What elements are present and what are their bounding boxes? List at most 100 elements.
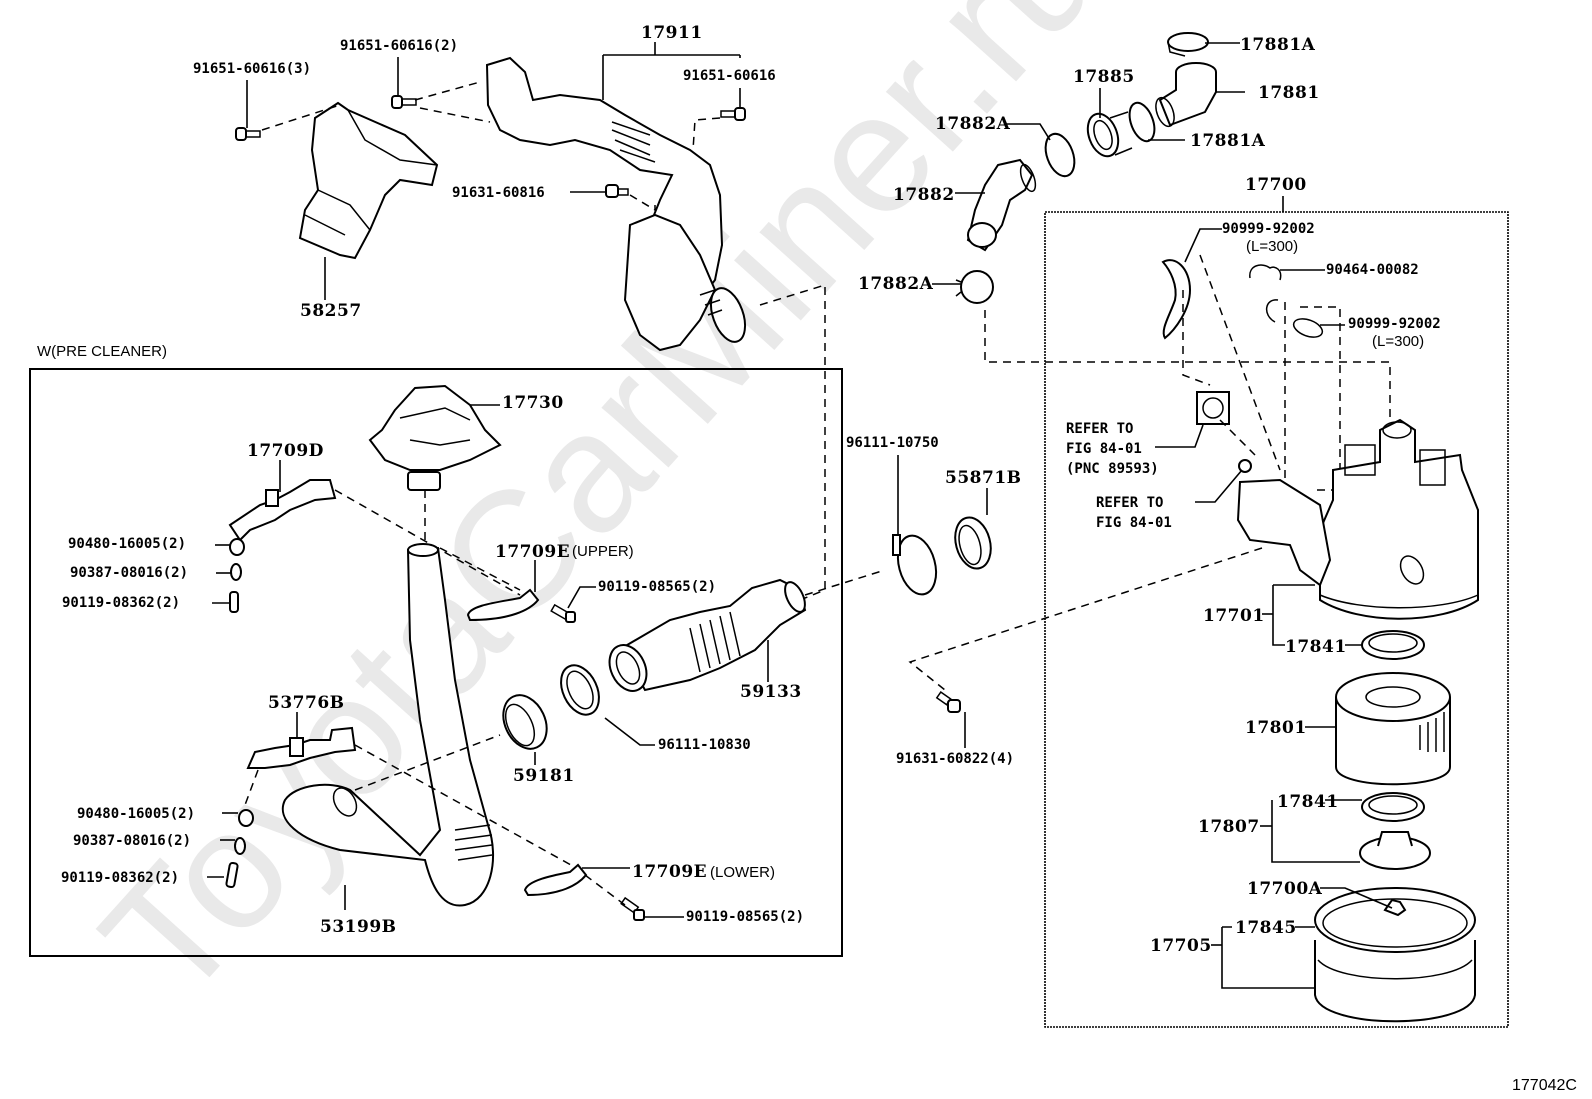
- part-17881-elbow[interactable]: [1152, 62, 1217, 129]
- label-90119-08565-b: 90119-08565(2): [686, 909, 804, 925]
- group-box-17700: [1044, 211, 1509, 1028]
- part-17911-hose[interactable]: [485, 56, 752, 352]
- label-53776B: 53776B: [268, 693, 345, 713]
- label-90999-92002-b-length: (L=300): [1372, 333, 1424, 350]
- label-96111-10750: 96111-10750: [846, 435, 939, 451]
- label-90119-08362-b: 90119-08362(2): [61, 870, 179, 886]
- label-17882A-upper: 17882A: [935, 114, 1011, 134]
- label-17881: 17881: [1258, 83, 1320, 103]
- washer-90387-08016-a[interactable]: [230, 563, 242, 581]
- bolt-90119-08362-b[interactable]: [225, 861, 239, 889]
- part-59133-bellows[interactable]: [602, 578, 809, 697]
- bolt-91651-60616-2[interactable]: [391, 95, 417, 109]
- label-refer-1-line1: REFER TO: [1066, 421, 1133, 437]
- section-title-pre-cleaner: W(PRE CLEANER): [37, 343, 167, 360]
- label-91631-60822: 91631-60822(4): [896, 751, 1014, 767]
- label-91651-60616: 91651-60616: [683, 68, 776, 84]
- label-refer-2-line2: FIG 84-01: [1096, 515, 1172, 531]
- bolt-91651-60616-3[interactable]: [235, 127, 261, 141]
- group-box-pre-cleaner: [29, 368, 843, 957]
- part-17700A-wing-nut[interactable]: [1383, 898, 1407, 917]
- label-91651-60616-3: 91651-60616(3): [193, 61, 311, 77]
- label-17701: 17701: [1203, 606, 1265, 626]
- label-refer-1-line3: (PNC 89593): [1066, 461, 1159, 477]
- label-90387-08016-b: 90387-08016(2): [73, 833, 191, 849]
- label-91651-60616-2: 91651-60616(2): [340, 38, 458, 54]
- figure-id: 177042C: [1512, 1077, 1577, 1094]
- part-17807-plate[interactable]: [1359, 831, 1431, 870]
- part-17882-hose[interactable]: [966, 158, 1038, 252]
- part-17882A-clamp-lower[interactable]: [955, 270, 994, 304]
- label-17709E-upper-note: (UPPER): [572, 543, 634, 560]
- label-17700A: 17700A: [1247, 879, 1323, 899]
- bolt-90119-08565-a[interactable]: [550, 603, 576, 623]
- label-90119-08565-a: 90119-08565(2): [598, 579, 716, 595]
- label-refer-2-line1: REFER TO: [1096, 495, 1163, 511]
- label-17841-b: 17841: [1277, 792, 1339, 812]
- part-17841-gasket-b[interactable]: [1361, 792, 1425, 822]
- part-17709D-bracket[interactable]: [228, 479, 337, 542]
- label-90999-92002-b: 90999-92002: [1348, 316, 1441, 332]
- part-53199B-pipe[interactable]: [282, 543, 495, 907]
- part-17882A-clamp-upper[interactable]: [1040, 130, 1079, 180]
- part-17701-case[interactable]: [1236, 418, 1479, 620]
- part-17885-adapter[interactable]: [1082, 110, 1133, 161]
- label-17841-a: 17841: [1285, 637, 1347, 657]
- label-17807: 17807: [1198, 817, 1260, 837]
- label-90387-08016-a: 90387-08016(2): [70, 565, 188, 581]
- part-17881A-clamp-lower[interactable]: [1125, 99, 1159, 144]
- label-91631-60816: 91631-60816: [452, 185, 545, 201]
- label-17911: 17911: [641, 23, 703, 43]
- label-90119-08362-a: 90119-08362(2): [62, 595, 180, 611]
- label-17709E-lower-note: (LOWER): [710, 864, 775, 881]
- label-17705: 17705: [1150, 936, 1212, 956]
- part-96111-10830-clamp[interactable]: [554, 659, 607, 720]
- label-17730: 17730: [502, 393, 564, 413]
- part-96111-10750-clamp[interactable]: [892, 531, 942, 598]
- part-indicator-89593[interactable]: [1196, 391, 1230, 425]
- bolt-91651-60616[interactable]: [720, 107, 746, 121]
- label-17881A-lower: 17881A: [1190, 131, 1266, 151]
- nut-90480-16005-b[interactable]: [238, 809, 254, 827]
- bolt-91631-60822[interactable]: [935, 691, 961, 713]
- label-96111-10830: 96111-10830: [658, 737, 751, 753]
- label-59133: 59133: [740, 682, 802, 702]
- label-55871B: 55871B: [945, 468, 1022, 488]
- label-17882A-lower: 17882A: [858, 274, 934, 294]
- bolt-90119-08362-a[interactable]: [229, 591, 239, 613]
- washer-90387-08016-b[interactable]: [234, 837, 246, 855]
- bolt-91631-60816[interactable]: [605, 184, 629, 198]
- label-17709E-lower: 17709E: [632, 862, 707, 882]
- label-90480-16005-a: 90480-16005(2): [68, 536, 186, 552]
- label-58257: 58257: [300, 301, 362, 321]
- label-90464-00082: 90464-00082: [1326, 262, 1419, 278]
- part-90999-92002-hose-b[interactable]: [1266, 299, 1325, 341]
- label-90999-92002-a-length: (L=300): [1246, 238, 1298, 255]
- label-17700: 17700: [1245, 175, 1307, 195]
- part-17730-pre-cleaner[interactable]: [368, 384, 502, 491]
- label-17881A-top: 17881A: [1240, 35, 1316, 55]
- part-17705-cap[interactable]: [1314, 887, 1476, 1023]
- screw-refer-fig-84-01[interactable]: [1238, 459, 1252, 473]
- part-17709E-upper-bracket[interactable]: [466, 588, 540, 622]
- nut-90480-16005-a[interactable]: [229, 538, 245, 556]
- part-17881A-clamp-top[interactable]: [1167, 32, 1209, 57]
- part-17841-gasket-a[interactable]: [1361, 630, 1425, 660]
- bolt-90119-08565-b[interactable]: [620, 896, 645, 921]
- part-59181-ring[interactable]: [495, 688, 555, 756]
- label-17709D: 17709D: [247, 441, 324, 461]
- part-17709E-lower-bracket[interactable]: [523, 863, 588, 897]
- label-17709E-upper: 17709E: [495, 542, 570, 562]
- label-90480-16005-b: 90480-16005(2): [77, 806, 195, 822]
- label-17801: 17801: [1245, 718, 1307, 738]
- part-58257-duct[interactable]: [298, 101, 439, 260]
- label-90999-92002-a: 90999-92002: [1222, 221, 1315, 237]
- part-90464-00082-clip[interactable]: [1249, 264, 1282, 281]
- part-53776B-bracket[interactable]: [246, 726, 357, 769]
- part-17801-element[interactable]: [1335, 672, 1451, 786]
- label-17882: 17882: [893, 185, 955, 205]
- part-55871B-ring[interactable]: [950, 513, 996, 572]
- part-90999-92002-hose-a[interactable]: [1161, 259, 1192, 340]
- label-53199B: 53199B: [320, 917, 397, 937]
- label-17885: 17885: [1073, 67, 1135, 87]
